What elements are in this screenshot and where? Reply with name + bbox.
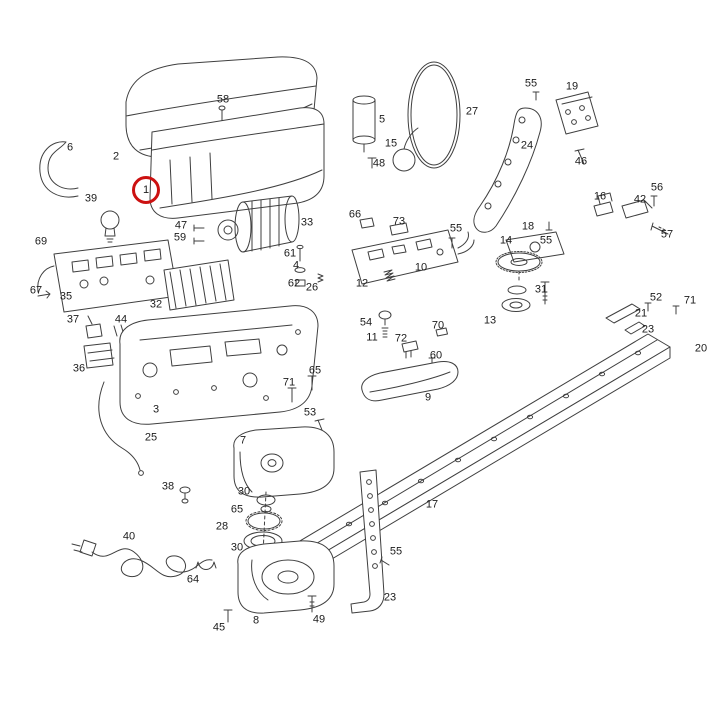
part-label-6: 6: [66, 141, 74, 154]
part-label-25: 25: [144, 431, 158, 444]
part-label-39: 39: [84, 192, 98, 205]
part-label-4: 4: [292, 259, 300, 272]
chassis-cover: [233, 418, 335, 498]
part-label-1: 1: [132, 176, 160, 204]
part-label-5: 5: [378, 113, 386, 126]
part-label-7: 7: [239, 434, 247, 447]
part-label-23: 23: [383, 591, 397, 604]
part-label-49: 49: [312, 613, 326, 626]
part-label-32: 32: [149, 298, 163, 311]
lens-cover: [361, 361, 459, 402]
part-label-44: 44: [114, 313, 128, 326]
part-label-21: 21: [634, 307, 648, 320]
part-label-3: 3: [152, 403, 160, 416]
part-label-71: 71: [683, 294, 697, 307]
part-label-28: 28: [215, 520, 229, 533]
part-label-26: 26: [305, 281, 319, 294]
motor-shaft-hardware: [294, 244, 324, 287]
clevis-parts: [593, 192, 669, 235]
housing-screws: [193, 224, 205, 245]
part-label-18: 18: [521, 220, 535, 233]
part-label-69: 69: [34, 235, 48, 248]
part-label-45: 45: [212, 621, 226, 634]
part-label-9: 9: [424, 391, 432, 404]
part-label-54: 54: [359, 316, 373, 329]
part-label-36: 36: [72, 362, 86, 375]
part-label-35: 35: [59, 290, 73, 303]
part-label-14: 14: [499, 234, 513, 247]
part-label-12: 12: [355, 277, 369, 290]
part-label-58: 58: [216, 93, 230, 106]
part-label-55: 55: [389, 545, 403, 558]
part-label-65: 65: [308, 364, 322, 377]
grommet: [179, 486, 191, 504]
part-label-30: 30: [237, 485, 251, 498]
part-label-53: 53: [303, 406, 317, 419]
part-label-8: 8: [252, 614, 260, 627]
part-label-61: 61: [283, 247, 297, 260]
part-label-40: 40: [122, 530, 136, 543]
heat-sink: [163, 259, 235, 311]
trolley-plate: [505, 221, 565, 263]
part-label-30: 30: [230, 541, 244, 554]
part-label-27: 27: [465, 105, 479, 118]
part-label-15: 15: [384, 137, 398, 150]
part-label-64: 64: [186, 573, 200, 586]
part-label-56: 56: [650, 181, 664, 194]
sprocket-assembly: [243, 491, 283, 555]
part-label-70: 70: [431, 319, 445, 332]
part-label-17: 17: [425, 498, 439, 511]
receiver-board: [351, 217, 475, 285]
wire-harness: [98, 381, 144, 476]
part-label-73: 73: [392, 215, 406, 228]
part-label-11: 11: [366, 331, 378, 344]
power-cord: [71, 539, 213, 578]
part-label-71: 71: [282, 376, 296, 389]
part-label-65: 65: [230, 503, 244, 516]
part-label-38: 38: [161, 480, 175, 493]
part-label-57: 57: [660, 228, 674, 241]
part-label-60: 60: [429, 349, 443, 362]
drive-gear-stack: [495, 251, 550, 312]
bottom-cover: [223, 540, 335, 623]
part-label-59: 59: [173, 231, 187, 244]
header-bracket: [532, 91, 599, 165]
part-label-31: 31: [534, 283, 548, 296]
antenna-wire: [39, 141, 79, 198]
rail-end-bracket: [605, 302, 680, 335]
base-plate: [119, 305, 319, 425]
part-label-33: 33: [300, 216, 314, 229]
door-bracket: [350, 469, 390, 614]
switch-terminal-block: [83, 315, 125, 369]
part-label-23: 23: [641, 323, 655, 336]
part-label-13: 13: [483, 314, 497, 327]
part-label-42: 42: [633, 193, 647, 206]
part-label-10: 10: [414, 261, 428, 274]
motor: [217, 195, 300, 253]
part-label-55: 55: [524, 77, 538, 90]
part-label-47: 47: [174, 219, 188, 232]
part-label-72: 72: [394, 332, 408, 345]
part-label-16: 16: [593, 190, 607, 203]
part-label-20: 20: [694, 342, 708, 355]
part-label-55: 55: [449, 222, 463, 235]
pull-cord: [392, 61, 461, 172]
part-label-24: 24: [520, 139, 534, 152]
motor-housing: [149, 107, 325, 219]
light-bulb: [100, 210, 120, 243]
part-label-67: 67: [29, 284, 43, 297]
part-label-48: 48: [372, 157, 386, 170]
part-label-2: 2: [112, 150, 120, 163]
curved-door-arm: [473, 107, 542, 233]
part-label-55: 55: [539, 234, 553, 247]
part-label-37: 37: [66, 313, 80, 326]
part-label-46: 46: [574, 155, 588, 168]
part-label-62: 62: [287, 277, 301, 290]
part-label-19: 19: [565, 80, 579, 93]
part-label-52: 52: [649, 291, 663, 304]
part-label-66: 66: [348, 208, 362, 221]
capacitor: [352, 95, 377, 169]
